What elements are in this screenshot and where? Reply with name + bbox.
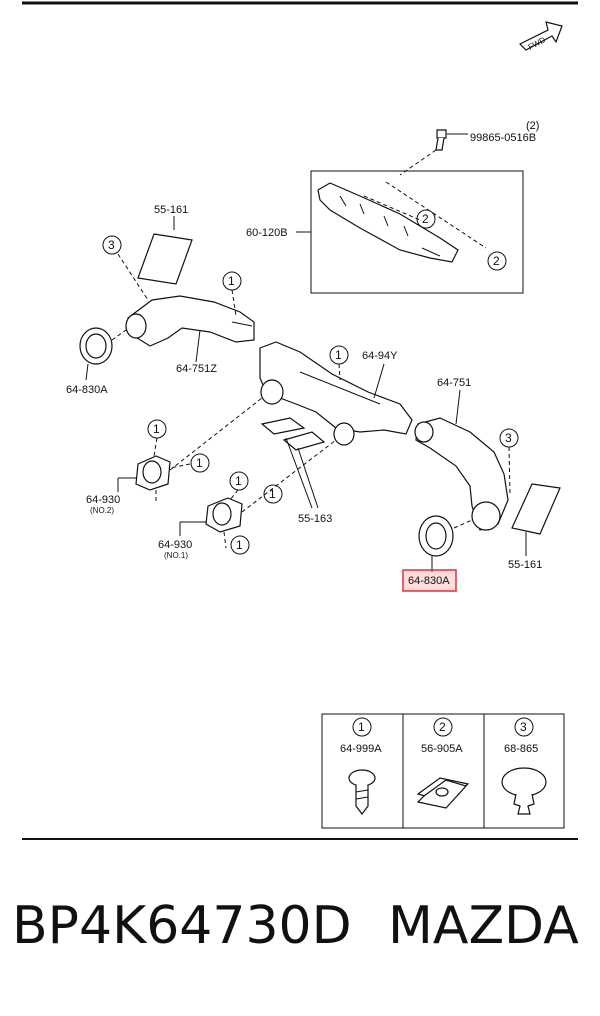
callout-1-center-duct: 1	[329, 345, 349, 365]
callout-3-left: 3	[102, 235, 122, 255]
pads-center	[260, 417, 326, 451]
svg-text:2: 2	[493, 254, 500, 268]
brand-name: MAZDA	[388, 896, 579, 956]
legend-cell-1: 1 64-999A	[340, 717, 382, 815]
grille-right-label: 64-830A	[408, 575, 450, 587]
pad-top-left	[137, 233, 193, 285]
callout-2-bracket-a: 2	[416, 209, 436, 229]
pad-right	[511, 483, 561, 535]
vent-no2-label: 64-930	[86, 494, 120, 506]
callout-1-vent2-right: 1	[190, 453, 210, 473]
grille-left	[79, 327, 113, 365]
legend-cell-3: 3 68-865	[501, 717, 547, 815]
callout-3-right: 3	[499, 428, 519, 448]
bolt-part-label: 99865-0516B	[470, 132, 536, 144]
pad-right-label: 55-161	[508, 559, 542, 571]
push-clip-icon	[501, 767, 547, 815]
callout-1-vent2-top: 1	[147, 419, 167, 439]
callout-2-bracket-b: 2	[487, 251, 507, 271]
legend-part-3: 68-865	[504, 743, 538, 755]
svg-text:1: 1	[269, 487, 276, 501]
duct-center	[259, 341, 413, 446]
duct-left	[125, 295, 255, 347]
svg-text:1: 1	[228, 274, 235, 288]
duct-left-label: 64-751Z	[176, 363, 217, 375]
duct-right-label: 64-751	[437, 377, 471, 389]
svg-text:2: 2	[422, 212, 429, 226]
vent-no1-label: 64-930	[158, 539, 192, 551]
legend-cell-2: 2 56-905A	[416, 717, 470, 809]
svg-text:3: 3	[108, 238, 115, 252]
grille-left-label: 64-830A	[66, 384, 108, 396]
callout-1-left-duct: 1	[222, 271, 242, 291]
clip-nut-icon	[416, 777, 470, 809]
screw-icon	[348, 769, 376, 815]
fwd-arrow-icon: FWD	[518, 21, 563, 52]
bracket-part-label: 60-120B	[246, 227, 288, 239]
pad-top-left-label: 55-161	[154, 204, 188, 216]
pads-center-label: 55-163	[298, 513, 332, 525]
bolt-qty-label: (2)	[526, 120, 539, 132]
vent-no2-sublabel: (NO.2)	[90, 506, 114, 515]
part-number: BP4K64730D	[12, 896, 352, 956]
svg-text:1: 1	[358, 720, 365, 734]
bracket-part	[317, 182, 459, 263]
svg-text:1: 1	[235, 474, 242, 488]
legend-part-1: 64-999A	[340, 743, 382, 755]
callout-1-vent1-bottom: 1	[230, 535, 250, 555]
legend-part-2: 56-905A	[421, 743, 463, 755]
vent-no1	[205, 497, 243, 533]
svg-text:1: 1	[196, 456, 203, 470]
vent-no2	[135, 455, 171, 491]
svg-text:1: 1	[236, 538, 243, 552]
duct-center-label: 64-94Y	[362, 350, 398, 362]
bolt-icon	[435, 129, 468, 151]
vent-no1-sublabel: (NO.1)	[164, 551, 188, 560]
highlight-box	[402, 569, 457, 592]
grille-right	[418, 515, 454, 557]
duct-right	[414, 417, 509, 531]
callout-1-vent1-top: 1	[229, 471, 249, 491]
svg-text:1: 1	[153, 422, 160, 436]
callout-1-vent1-right: 1	[263, 484, 283, 504]
svg-text:2: 2	[439, 720, 446, 734]
fastener-legend: 1 64-999A 2 56-905A 3 68-865	[321, 713, 565, 829]
svg-text:3: 3	[520, 720, 527, 734]
svg-text:3: 3	[505, 431, 512, 445]
svg-text:1: 1	[335, 348, 342, 362]
